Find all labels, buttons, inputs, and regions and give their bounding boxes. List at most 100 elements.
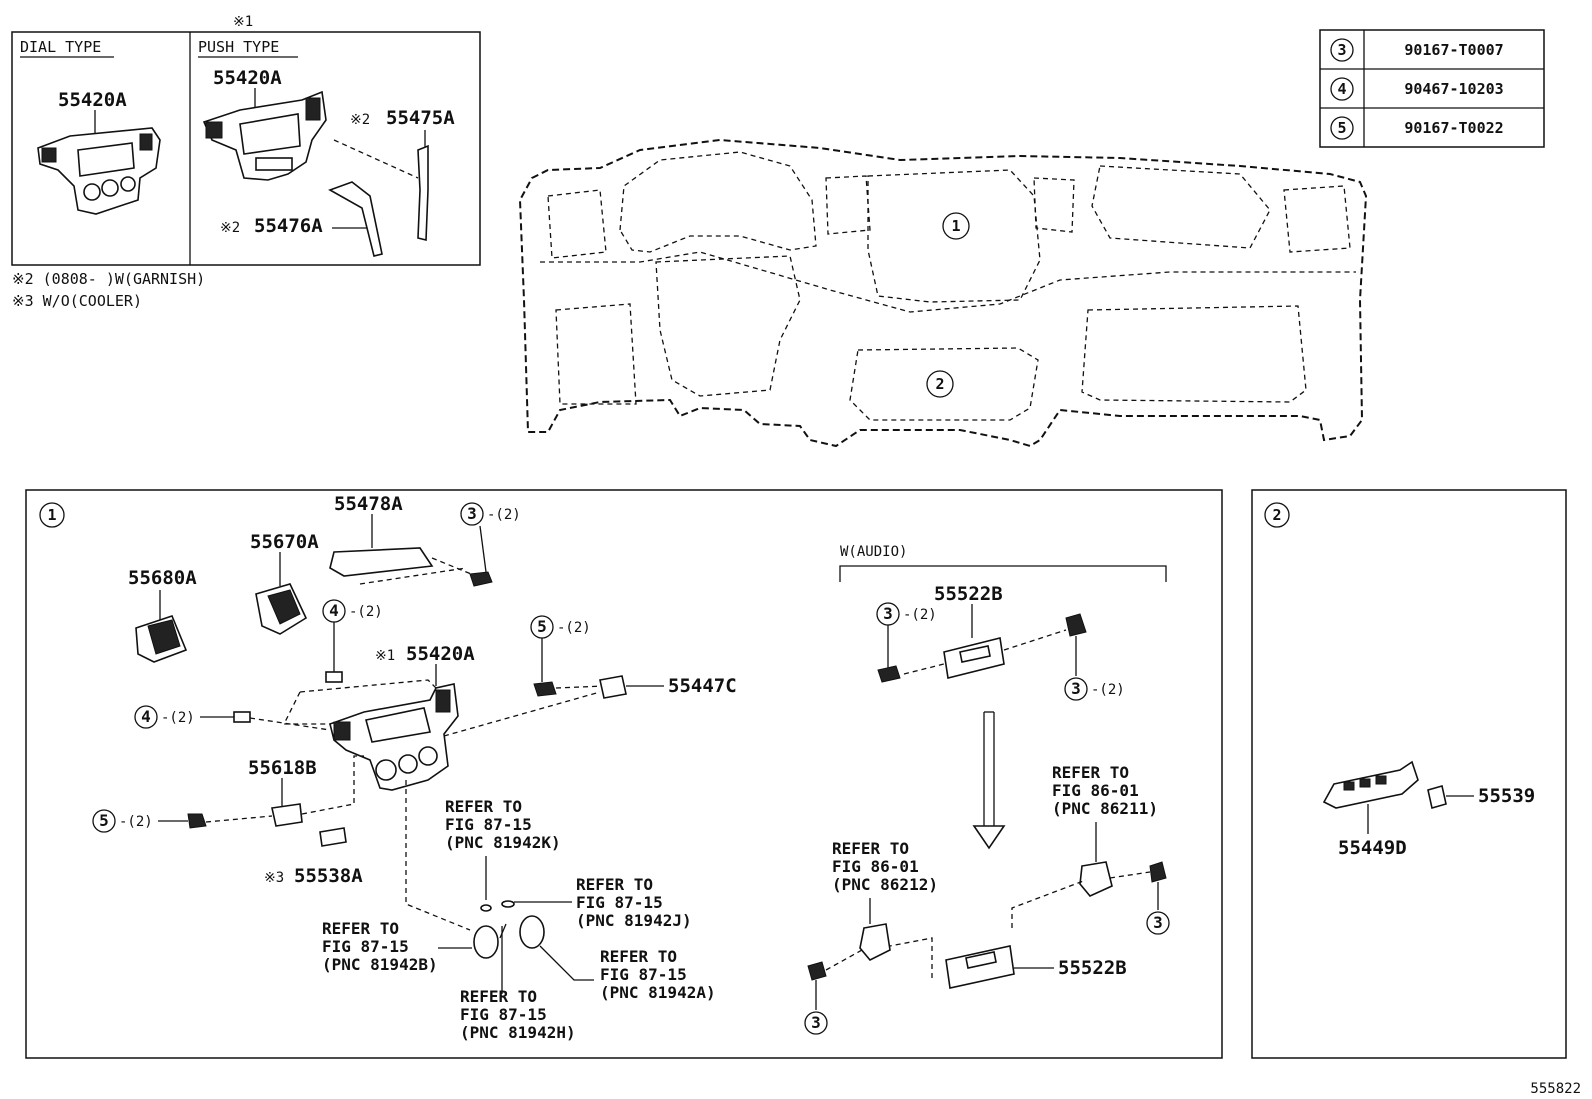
part-55522B-bottom-label: 55522B xyxy=(1058,957,1127,979)
callout-3-bottom-left: 3 xyxy=(811,1013,821,1032)
part-55538A-drawing xyxy=(319,827,347,847)
ref-81942J-line2: FIG 87-15 xyxy=(576,893,663,912)
variant-inset: ※1 DIAL TYPE PUSH TYPE 55420A 55420A xyxy=(11,14,481,310)
part-55538A-label: 55538A xyxy=(294,865,363,887)
audio-group-bracket xyxy=(839,565,1167,582)
dashboard-overview: 1 2 xyxy=(518,138,1368,448)
note-garnish: ※2 (0808- )W(GARNISH) xyxy=(12,270,205,288)
note-cooler: ※3 W/O(COOLER) xyxy=(12,292,142,310)
ref-81942K-line2: FIG 87-15 xyxy=(445,815,532,834)
table-row-part: 90167-T0007 xyxy=(1404,41,1503,59)
dial-type-label: DIAL TYPE xyxy=(20,38,101,56)
ref-81942J-line3: (PNC 81942J) xyxy=(576,911,692,930)
screw-5-left-dash xyxy=(205,815,273,823)
clip-4-left-drawing xyxy=(233,711,251,723)
callout-4-left: 4 xyxy=(141,707,151,726)
part-55447C-drawing xyxy=(599,675,627,699)
mark2-b: ※2 xyxy=(220,220,240,236)
audio-bottom-dash-right xyxy=(1011,879,1087,928)
ref-81942H-line1: REFER TO xyxy=(460,987,537,1006)
garnish-55476-label: 55476A xyxy=(254,215,323,237)
callout-5-right-qty: -(2) xyxy=(557,620,591,636)
instrument-cluster-hood xyxy=(619,151,817,253)
ref-81942A-line3: (PNC 81942A) xyxy=(600,983,716,1002)
panel-1-frame xyxy=(25,489,1223,1059)
screw-3-top-drawing xyxy=(469,571,493,587)
part-55522B-bottom-face xyxy=(965,951,997,969)
overview-callout-2: 2 xyxy=(935,375,944,393)
center-panel-outline xyxy=(867,169,1041,303)
table-row-part: 90467-10203 xyxy=(1404,80,1503,98)
callout-4-top: 4 xyxy=(329,601,339,620)
down-arrow-icon xyxy=(972,711,1006,850)
part-55420A-label: 55420A xyxy=(406,643,475,665)
screw-3-bottom-right-dash xyxy=(1109,871,1151,879)
switch-button-3 xyxy=(1375,775,1387,785)
knob-B-drawing xyxy=(473,925,499,959)
callout-3-bottom-right: 3 xyxy=(1153,913,1163,932)
knob-A-drawing xyxy=(519,915,545,949)
part-55447C-label: 55447C xyxy=(668,675,737,697)
part-55478A-drawing xyxy=(329,547,434,577)
screw-3-audio-right-drawing xyxy=(1065,613,1087,637)
part-55478A-label: 55478A xyxy=(334,493,403,515)
switch-button-2 xyxy=(1359,778,1371,788)
passenger-upper-outline xyxy=(1091,165,1271,249)
callout-5-right: 5 xyxy=(537,617,547,636)
callout-5-left: 5 xyxy=(99,811,109,830)
part-55539-label: 55539 xyxy=(1478,785,1535,807)
fastener-table: 3 90167-T0007 4 90467-10203 5 90167-T002… xyxy=(1319,29,1545,148)
part-55670A-label: 55670A xyxy=(250,531,319,553)
screw-5-right-dash xyxy=(555,685,605,689)
callout-3-top-circle xyxy=(460,502,484,526)
callout-3-bottom-right-circle xyxy=(1146,911,1170,935)
callout-3-audio-right-circle xyxy=(1064,677,1088,701)
audio-top-dash-right xyxy=(1003,629,1067,651)
detail-panel-2: 2 55449D 55539 xyxy=(1251,489,1567,1059)
dial-type-panel-drawing xyxy=(37,127,161,215)
callout-4-left-qty: -(2) xyxy=(161,710,195,726)
ref-81942B-line2: FIG 87-15 xyxy=(322,937,409,956)
screw-3-bottom-left-drawing xyxy=(807,961,827,981)
part-55680A-label: 55680A xyxy=(128,567,197,589)
driver-left-vent-area xyxy=(547,189,607,259)
table-row-number: 5 xyxy=(1337,119,1346,137)
knob-K-drawing xyxy=(480,904,492,912)
part-55618B-label: 55618B xyxy=(248,757,317,779)
ref-81942K-line1: REFER TO xyxy=(445,797,522,816)
panel-2-frame xyxy=(1251,489,1567,1059)
push-type-label: PUSH TYPE xyxy=(198,38,279,56)
garnish-dash xyxy=(333,139,419,179)
callout-4-top-qty: -(2) xyxy=(349,604,383,620)
inset-note-mark: ※1 xyxy=(233,14,253,30)
part-55618B-dash xyxy=(301,755,364,815)
switch-bezel-55449D-drawing xyxy=(1322,760,1419,809)
screw-5-right-drawing xyxy=(533,681,557,697)
part-55478A-dash-b xyxy=(431,557,477,577)
table-row-number-circle xyxy=(1330,77,1354,101)
center-panel-55420A-drawing xyxy=(329,683,459,791)
part-55680A-grille xyxy=(147,619,181,655)
upper-dash-crease xyxy=(540,251,1356,313)
knob-J-drawing xyxy=(501,900,515,908)
panel-dash-top xyxy=(299,679,441,693)
center-lower-console xyxy=(849,347,1039,421)
table-row-part: 90167-T0022 xyxy=(1404,119,1503,137)
figure-id: 555822 xyxy=(1530,1081,1581,1097)
overview-callout-1: 1 xyxy=(951,217,960,235)
callout-4-left-circle xyxy=(134,705,158,729)
ref-86211-line1: REFER TO xyxy=(1052,763,1129,782)
garnish-55476-drawing xyxy=(328,181,383,257)
center-vent-left xyxy=(825,175,871,235)
knob-B-stem xyxy=(499,923,507,939)
table-frame xyxy=(1319,29,1545,148)
dial-part-number: 55420A xyxy=(58,89,127,111)
ref-86211-line3: (PNC 86211) xyxy=(1052,799,1158,818)
clip-4-left-dash xyxy=(249,717,331,731)
screw-5-left-drawing xyxy=(187,813,207,829)
bracket-86211-drawing xyxy=(1079,861,1113,897)
table-row-number: 3 xyxy=(1337,41,1346,59)
ref-81942B-line3: (PNC 81942B) xyxy=(322,955,438,974)
table-row-number-circle xyxy=(1330,38,1354,62)
ref-86212-line3: (PNC 86212) xyxy=(832,875,938,894)
